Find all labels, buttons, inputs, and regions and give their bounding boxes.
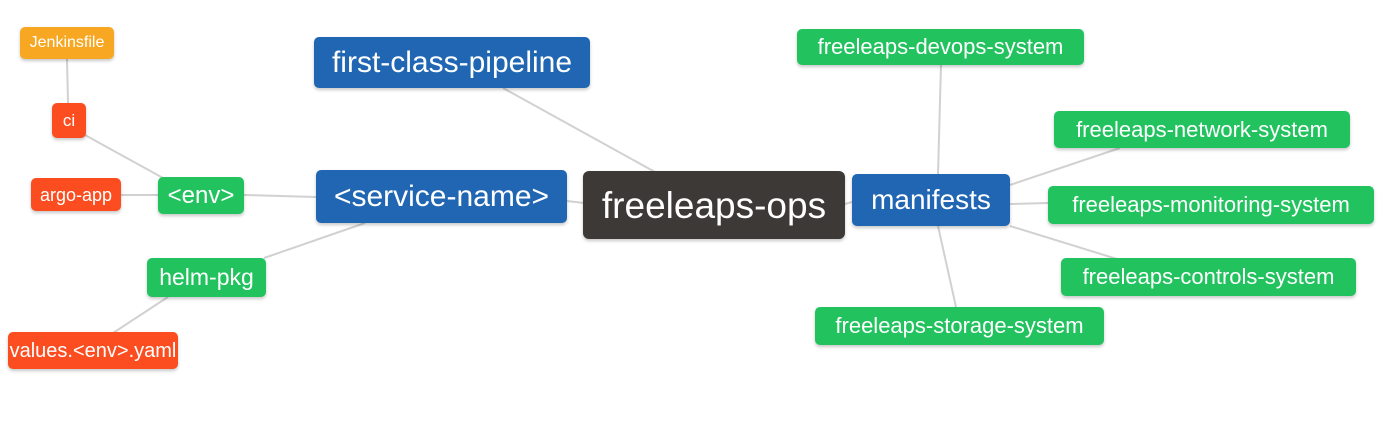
edge-ops-manifests	[844, 201, 853, 205]
node-freeleaps-controls-system[interactable]: freeleaps-controls-system	[1061, 258, 1356, 296]
edge-first-class-pipeline-ops	[502, 87, 656, 173]
node-env[interactable]: <env>	[158, 177, 244, 214]
node-freeleaps-network-system[interactable]: freeleaps-network-system	[1054, 111, 1350, 148]
node-ci[interactable]: ci	[52, 103, 86, 138]
edge-helm-pkg-values-env-yaml	[112, 296, 169, 334]
node-values-env-yaml[interactable]: values.<env>.yaml	[8, 332, 178, 369]
node-freeleaps-ops-root[interactable]: freeleaps-ops	[583, 171, 845, 239]
edge-jenkinsfile-ci	[66, 58, 69, 104]
node-service-name[interactable]: <service-name>	[316, 170, 567, 223]
node-first-class-pipeline[interactable]: first-class-pipeline	[314, 37, 590, 88]
edge-service-name-helm-pkg	[263, 222, 366, 259]
node-helm-pkg[interactable]: helm-pkg	[147, 258, 266, 297]
node-argo-app[interactable]: argo-app	[31, 178, 121, 211]
edge-manifests-network-system	[1009, 147, 1121, 186]
edge-manifests-storage-system	[937, 225, 957, 308]
node-manifests[interactable]: manifests	[852, 174, 1010, 226]
edge-manifests-monitoring-system	[1009, 202, 1049, 205]
edge-env-service-name	[243, 194, 317, 198]
node-jenkinsfile[interactable]: Jenkinsfile	[20, 27, 114, 59]
edge-manifests-controls-system	[1009, 225, 1118, 260]
edge-manifests-devops-system	[937, 64, 942, 175]
edge-ci-env	[84, 134, 164, 179]
node-freeleaps-storage-system[interactable]: freeleaps-storage-system	[815, 307, 1104, 345]
node-freeleaps-monitoring-system[interactable]: freeleaps-monitoring-system	[1048, 186, 1374, 224]
edge-service-name-ops	[566, 200, 585, 204]
node-freeleaps-devops-system[interactable]: freeleaps-devops-system	[797, 29, 1084, 65]
